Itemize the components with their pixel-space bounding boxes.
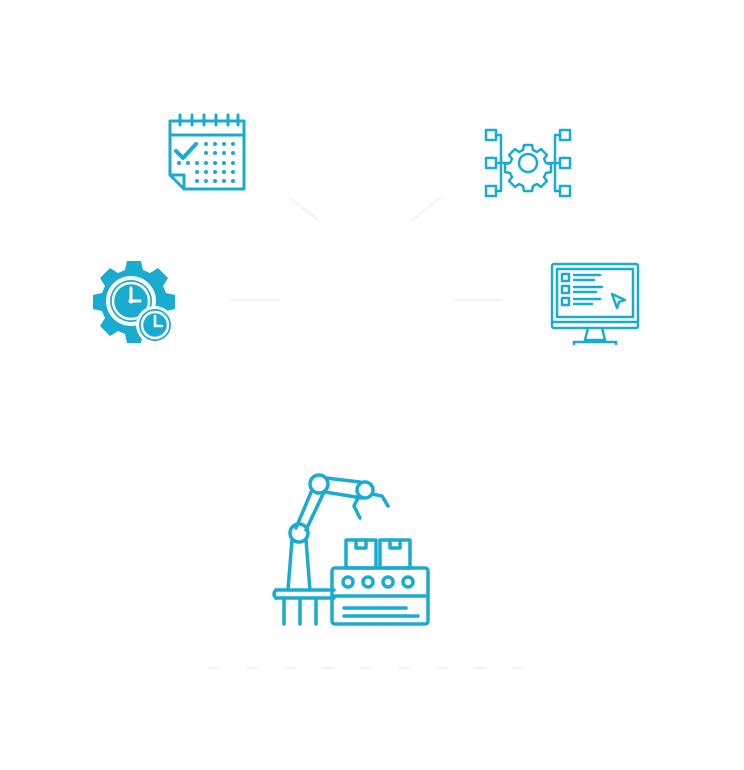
gear-clock-icon <box>90 260 178 348</box>
gear-network-icon <box>484 128 572 200</box>
monitor-dashboard-icon <box>550 262 640 348</box>
connector-workflow <box>410 196 442 222</box>
robot-arm-conveyor-icon <box>272 470 432 628</box>
connector-calendar <box>288 196 320 222</box>
calendar-check-icon <box>166 113 248 193</box>
